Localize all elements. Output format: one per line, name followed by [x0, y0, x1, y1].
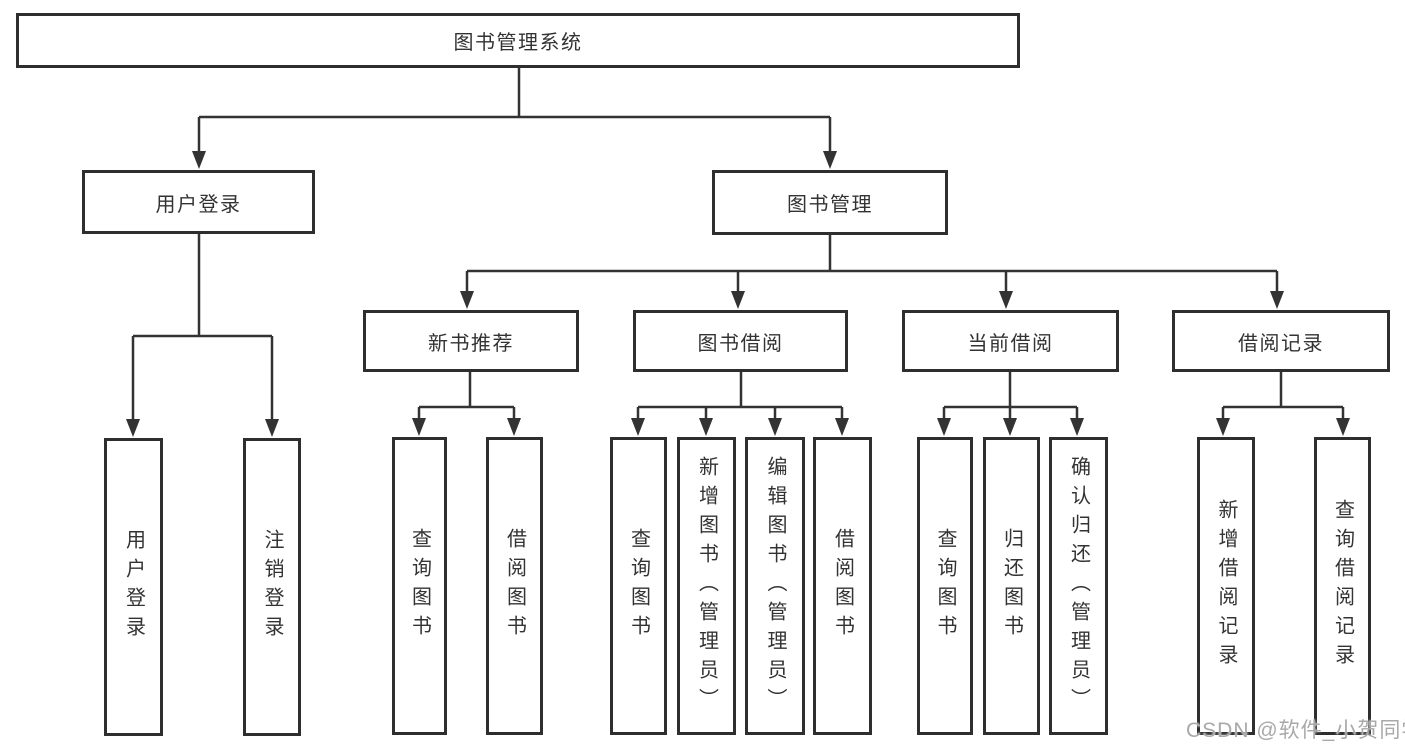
node-current-borrow: 当前借阅: [902, 310, 1119, 372]
node-leaf-recommend-query-books: 查询图书: [392, 437, 447, 735]
arrow-icon: [731, 291, 745, 309]
node-leaf-recommend-borrow-books: 借阅图书: [486, 437, 543, 735]
node-leaf-user-login: 用户登录: [104, 438, 163, 736]
arrow-icon: [507, 418, 521, 436]
node-leaf-user-login-label: 用户登录: [122, 529, 145, 645]
arrow-icon: [768, 418, 782, 436]
arrow-icon: [631, 418, 645, 436]
arrow-icon: [192, 151, 206, 169]
node-leaf-return-books-label: 归还图书: [1000, 528, 1023, 644]
node-leaf-edit-books-admin-label: 编辑图书（管理员）: [764, 455, 786, 717]
arrow-icon: [835, 418, 849, 436]
node-leaf-borrow-query-books-label: 查询图书: [627, 528, 650, 644]
arrow-icon: [1216, 418, 1230, 436]
connector-root-to-level2: [197, 68, 832, 153]
connector-records-children: [1221, 372, 1345, 421]
arrow-icon: [1270, 291, 1284, 309]
connector-borrow-children: [636, 372, 844, 421]
arrow-icon: [412, 418, 426, 436]
node-leaf-recommend-borrow-books-label: 借阅图书: [503, 528, 526, 644]
node-leaf-add-borrow-record: 新增借阅记录: [1197, 437, 1255, 735]
node-current-borrow-label: 当前借阅: [967, 332, 1054, 355]
node-leaf-query-borrow-record: 查询借阅记录: [1314, 437, 1371, 735]
connector-book-mgmt-modules: [465, 235, 1279, 293]
node-book-management-group: 图书管理: [712, 170, 948, 235]
connector-recommend-children: [417, 372, 516, 421]
arrowheads: [126, 151, 1350, 437]
connector-user-login-children: [131, 234, 274, 421]
node-leaf-add-books-admin-label: 新增图书（管理员）: [695, 455, 718, 717]
arrow-icon: [126, 419, 140, 437]
node-leaf-current-query-books: 查询图书: [917, 437, 973, 735]
node-leaf-borrow-books-label: 借阅图书: [831, 528, 854, 644]
node-leaf-return-books: 归还图书: [983, 437, 1040, 735]
node-borrow-records-label: 借阅记录: [1238, 332, 1324, 355]
node-new-book-recommend-label: 新书推荐: [428, 332, 514, 355]
node-new-book-recommend: 新书推荐: [363, 310, 579, 372]
node-leaf-edit-books-admin: 编辑图书（管理员）: [745, 437, 805, 735]
node-book-borrow: 图书借阅: [633, 310, 848, 372]
node-leaf-logout-label: 注销登录: [261, 529, 283, 645]
node-leaf-logout: 注销登录: [243, 438, 301, 736]
node-book-management-group-label: 图书管理: [787, 194, 873, 216]
node-leaf-query-borrow-record-label: 查询借阅记录: [1331, 499, 1354, 673]
arrow-icon: [999, 291, 1013, 309]
node-leaf-current-query-books-label: 查询图书: [934, 528, 956, 644]
node-root-system-label: 图书管理系统: [453, 32, 583, 54]
node-user-login-group-label: 用户登录: [155, 193, 242, 216]
node-root-system: 图书管理系统: [16, 13, 1020, 68]
arrow-icon: [699, 418, 713, 436]
arrow-icon: [937, 418, 951, 436]
node-leaf-borrow-books: 借阅图书: [813, 437, 872, 735]
node-leaf-add-books-admin: 新增图书（管理员）: [677, 437, 736, 735]
connector-current-children: [942, 372, 1079, 421]
node-borrow-records: 借阅记录: [1172, 310, 1390, 372]
arrow-icon: [460, 291, 474, 309]
arrow-icon: [265, 419, 279, 437]
arrow-icon: [1003, 418, 1017, 436]
node-leaf-add-borrow-record-label: 新增借阅记录: [1215, 499, 1237, 673]
arrow-icon: [823, 151, 837, 169]
node-leaf-confirm-return-admin-label: 确认归还（管理员）: [1067, 455, 1090, 717]
csdn-watermark: CSDN @软件_小贺同学: [1186, 719, 1405, 742]
node-leaf-confirm-return-admin: 确认归还（管理员）: [1049, 437, 1108, 735]
arrow-icon: [1336, 418, 1350, 436]
node-book-borrow-label: 图书借阅: [697, 332, 784, 355]
node-user-login-group: 用户登录: [82, 170, 315, 234]
node-leaf-recommend-query-books-label: 查询图书: [408, 528, 431, 644]
node-leaf-borrow-query-books: 查询图书: [610, 437, 667, 735]
arrow-icon: [1070, 418, 1084, 436]
